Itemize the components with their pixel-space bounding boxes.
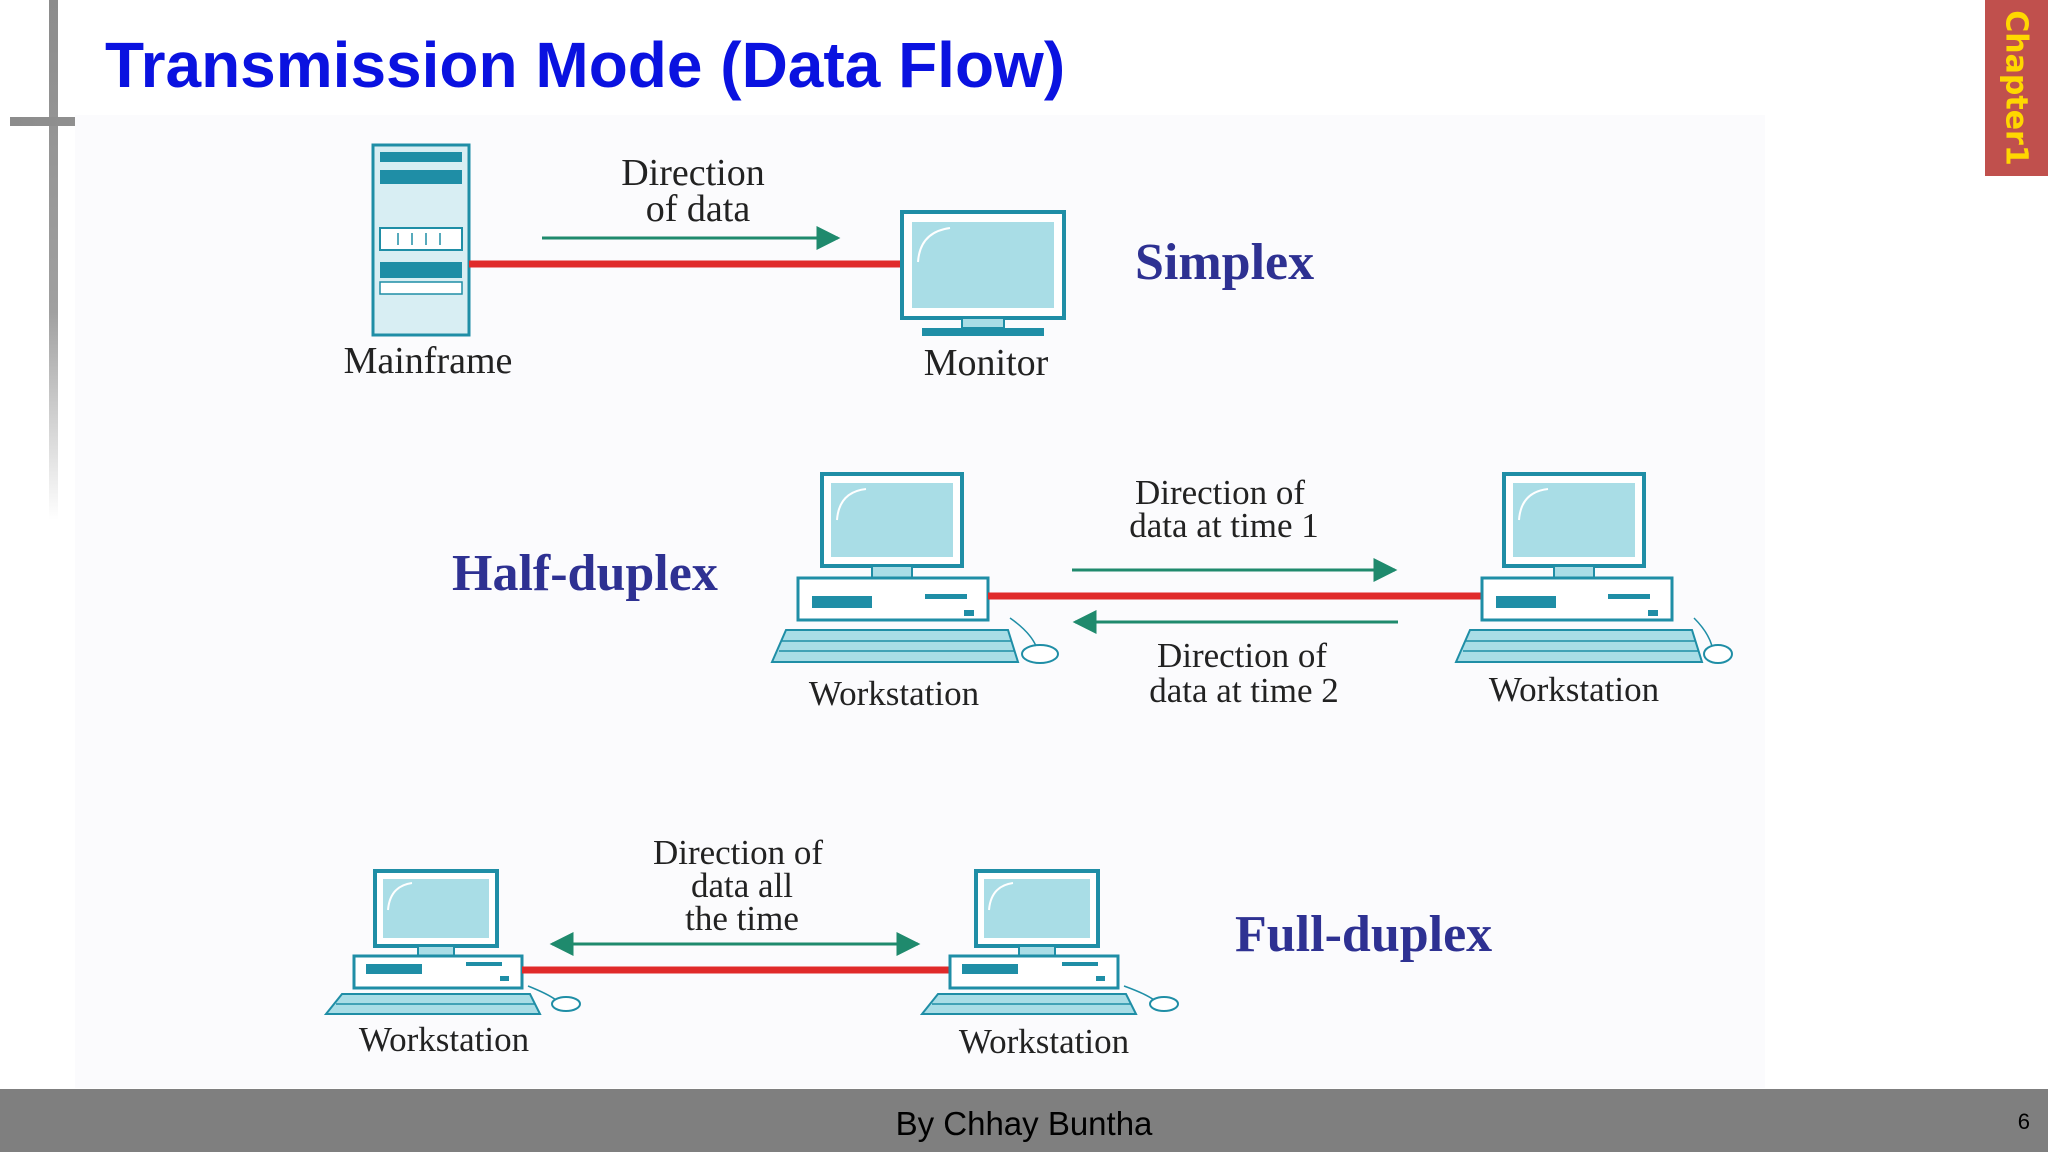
simplex-direction-line2: of data bbox=[646, 188, 751, 230]
half-duplex-time2-line2: data at time 2 bbox=[1149, 671, 1339, 710]
full-duplex-direction-line3: the time bbox=[685, 899, 799, 938]
left-decor-bar bbox=[49, 0, 58, 520]
workstation-icon-half-a bbox=[770, 472, 1059, 664]
workstation-icon-full-b bbox=[919, 869, 1179, 1015]
full-duplex-device-a-label: Workstation bbox=[359, 1020, 529, 1059]
mainframe-label: Mainframe bbox=[344, 340, 513, 382]
chapter-tab bbox=[1985, 0, 2048, 176]
slide-footer: By Chhay Buntha 6 bbox=[0, 1089, 2048, 1152]
half-duplex-time1-line2: data at time 1 bbox=[1129, 506, 1319, 545]
monitor-label: Monitor bbox=[924, 342, 1049, 384]
full-duplex-device-b-label: Workstation bbox=[959, 1022, 1129, 1061]
workstation-icon-full-a bbox=[323, 869, 581, 1015]
half-duplex-time1-line1: Direction of bbox=[1135, 473, 1305, 512]
half-duplex-time2-line1: Direction of bbox=[1157, 636, 1327, 675]
half-duplex-device-a-label: Workstation bbox=[809, 674, 979, 713]
simplex-label: Simplex bbox=[1135, 234, 1314, 291]
page-number: 6 bbox=[2017, 1109, 2030, 1134]
footer-author: By Chhay Buntha bbox=[895, 1105, 1153, 1142]
slide-title: Transmission Mode (Data Flow) bbox=[105, 29, 1066, 101]
half-duplex-device-b-label: Workstation bbox=[1489, 670, 1659, 709]
half-duplex-label: Half-duplex bbox=[452, 545, 718, 602]
simplex-direction-line1: Direction bbox=[621, 152, 765, 194]
full-duplex-direction-line2: data all bbox=[691, 866, 793, 905]
monitor-icon bbox=[900, 210, 1066, 336]
mainframe-icon bbox=[371, 143, 471, 337]
full-duplex-direction-line1: Direction of bbox=[653, 833, 823, 872]
full-duplex-label: Full-duplex bbox=[1235, 906, 1492, 963]
workstation-icon-half-b bbox=[1454, 472, 1733, 664]
